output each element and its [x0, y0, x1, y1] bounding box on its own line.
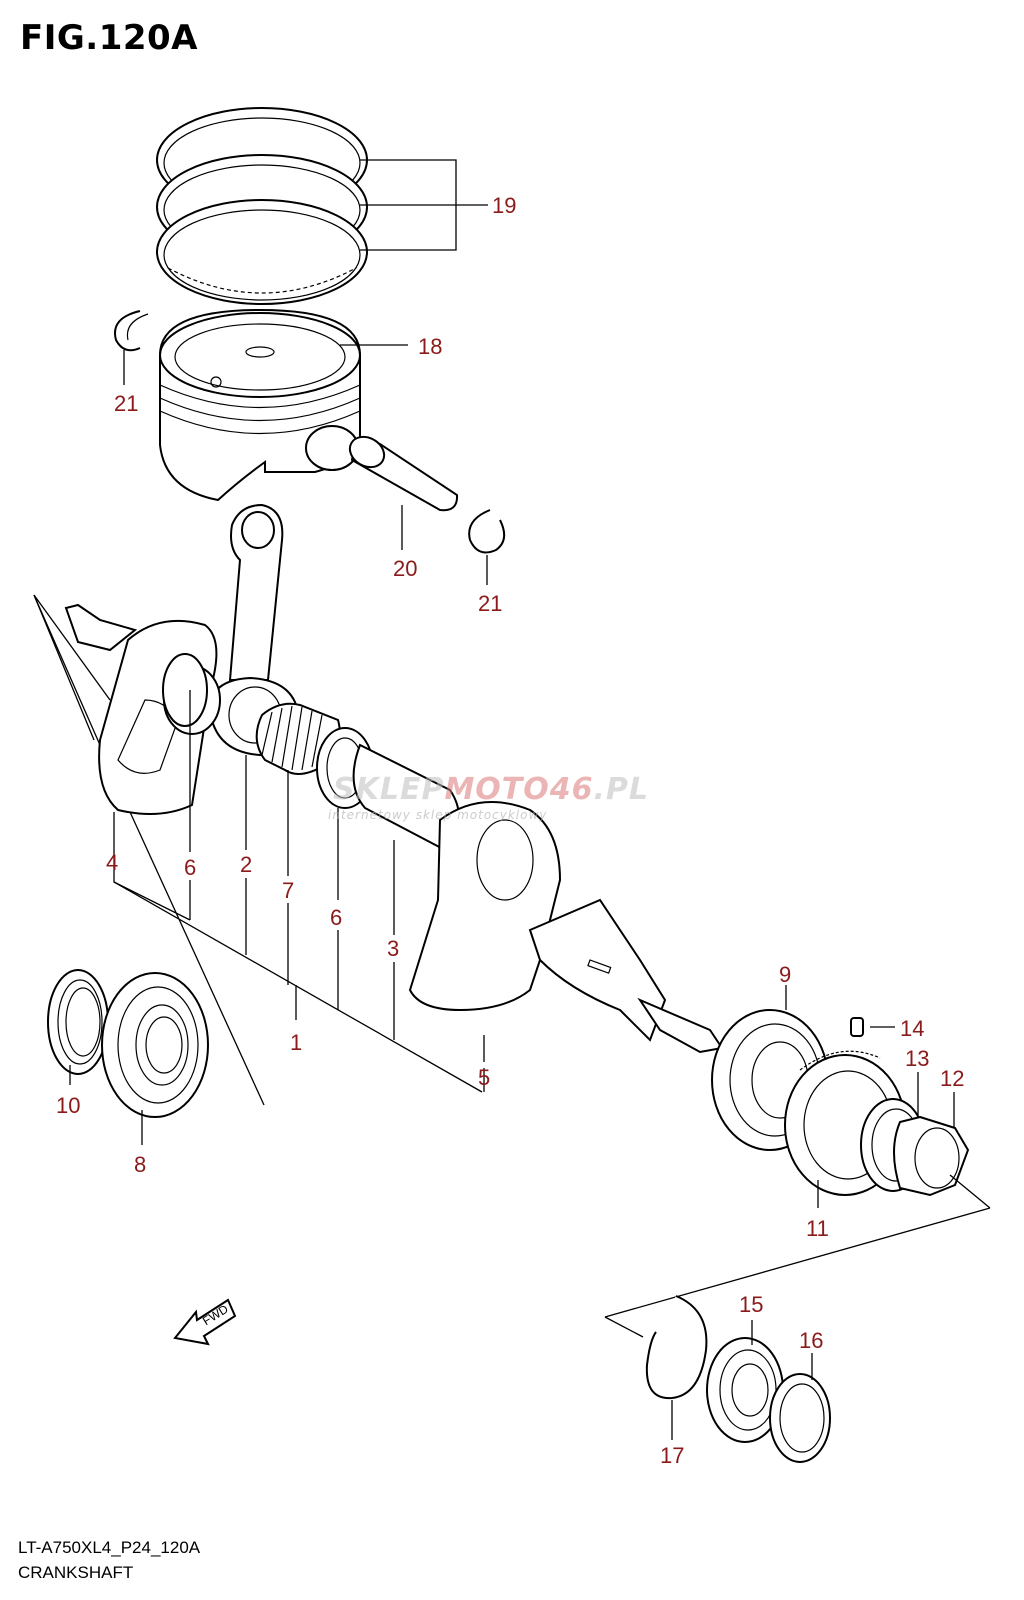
callout-21-right[interactable]: 21	[478, 591, 502, 616]
callout-18[interactable]: 18	[418, 334, 442, 359]
piston[interactable]	[159, 308, 361, 502]
fwd-arrow-icon: FWD	[173, 1298, 237, 1346]
figure-code: LT-A750XL4_P24_120A	[18, 1538, 201, 1557]
callout-12[interactable]: 12	[940, 1066, 964, 1091]
callout-9[interactable]: 9	[779, 962, 791, 987]
callout-8[interactable]: 8	[134, 1152, 146, 1177]
callout-16[interactable]: 16	[799, 1328, 823, 1353]
callout-3[interactable]: 3	[387, 936, 399, 961]
oil-seal-lower[interactable]	[769, 1373, 831, 1463]
crank-web-right[interactable]	[408, 801, 724, 1054]
callout-13[interactable]: 13	[905, 1046, 929, 1071]
callout-17[interactable]: 17	[660, 1443, 684, 1468]
callout-6-right[interactable]: 6	[330, 905, 342, 930]
oil-seal-left[interactable]	[47, 969, 109, 1075]
callout-5[interactable]: 5	[478, 1065, 490, 1090]
callout-14[interactable]: 14	[900, 1016, 924, 1041]
piston-pin[interactable]	[344, 431, 459, 512]
watermark-logo: SKLEPMOTO46.PL	[333, 772, 650, 807]
callout-1[interactable]: 1	[290, 1030, 302, 1055]
crank-nut[interactable]	[893, 1115, 970, 1197]
thrust-washer-left[interactable]	[162, 653, 208, 727]
watermark-tagline: internetowy sklep motocyklowy	[328, 808, 548, 822]
key-pin[interactable]	[850, 1017, 864, 1037]
figure-name: CRANKSHAFT	[18, 1563, 134, 1582]
callout-21-upper[interactable]: 21	[114, 391, 138, 416]
bearing-left[interactable]	[101, 972, 209, 1118]
callout-19[interactable]: 19	[492, 193, 516, 218]
callout-7[interactable]: 7	[282, 878, 294, 903]
connecting-rod[interactable]	[208, 503, 300, 757]
callout-4[interactable]: 4	[106, 850, 118, 875]
callout-11[interactable]: 11	[806, 1216, 829, 1241]
figure-title: FIG.120A	[20, 18, 198, 58]
callout-10[interactable]: 10	[56, 1093, 80, 1118]
callout-15[interactable]: 15	[739, 1292, 763, 1317]
callout-20[interactable]: 20	[393, 556, 417, 581]
circlip-right[interactable]	[468, 509, 506, 554]
piston-rings[interactable]	[156, 107, 368, 305]
callout-2[interactable]: 2	[240, 852, 252, 877]
callout-6-left[interactable]: 6	[184, 855, 196, 880]
circlip-lower[interactable]	[645, 1295, 708, 1400]
